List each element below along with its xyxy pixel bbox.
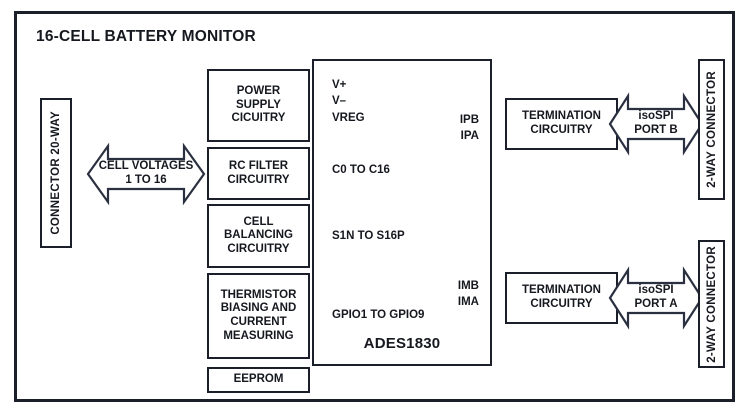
- term-a-line-2: CIRCUITRY: [530, 298, 593, 310]
- ic-pins-gpio: GPIO1 TO GPIO9: [332, 307, 424, 323]
- block-termination-circuitry-port-b-label: TERMINATION CIRCUITRY: [519, 110, 604, 137]
- ic-pins-isospi-a: IMB IMA: [458, 279, 479, 310]
- term-b-line-2: CIRCUITRY: [530, 124, 593, 136]
- cb-line-3: CIRCUITRY: [227, 242, 290, 255]
- th-line-3: CURRENT: [230, 316, 287, 328]
- ic-pins-sense-inputs: S1N TO S16P: [332, 228, 405, 244]
- connector-20-way: CONNECTOR 20-WAY: [40, 98, 72, 248]
- connector-2-way-port-a: 2-WAY CONNECTOR: [698, 240, 725, 368]
- pin-vreg: VREG: [332, 111, 365, 124]
- pin-vminus: V–: [332, 95, 347, 108]
- pin-s1n-to-s16p: S1N TO S16P: [332, 230, 405, 242]
- term-b-line-1: TERMINATION: [521, 110, 601, 123]
- block-cell-balancing-circuitry-label: CELL BALANCING CIRCUITRY: [221, 216, 296, 257]
- ic-pins-cell-inputs: C0 TO C16: [332, 162, 390, 178]
- th-line-2: BIASING AND: [220, 302, 297, 315]
- block-eeprom: EEPROM: [207, 367, 310, 393]
- rc-line-1: RC FILTER: [228, 159, 289, 172]
- block-power-supply-circuitry-label: POWER SUPPLY CICUITRY: [229, 85, 289, 126]
- block-termination-circuitry-port-a-label: TERMINATION CIRCUITRY: [519, 284, 604, 311]
- pin-ima: IMA: [457, 295, 479, 308]
- pin-vplus: V+: [332, 79, 347, 91]
- block-thermistor-biasing-current-measuring-label: THERMISTOR BIASING AND CURRENT MEASURING: [218, 289, 300, 343]
- isospi-port-a-arrow: isoSPI PORT A: [608, 262, 704, 334]
- th-line-4: MEASURING: [223, 329, 294, 342]
- isospi-port-b-arrow: isoSPI PORT B: [608, 88, 704, 160]
- connector-20-way-label: CONNECTOR 20-WAY: [50, 111, 62, 235]
- connector-2-way-port-a-label: 2-WAY CONNECTOR: [705, 245, 718, 363]
- cell-voltages-bus-arrow: CELL VOLTAGES 1 TO 16: [86, 134, 206, 214]
- pin-c0-to-c16: C0 TO C16: [332, 164, 390, 176]
- block-thermistor-biasing-current-measuring: THERMISTOR BIASING AND CURRENT MEASURING: [207, 273, 310, 359]
- pin-gpio1-to-gpio9: GPIO1 TO GPIO9: [332, 309, 425, 321]
- psu-line-3: CICUITRY: [231, 112, 286, 125]
- pin-imb: IMB: [457, 280, 479, 292]
- rc-line-2: CIRCUITRY: [227, 173, 290, 186]
- ic-pins-isospi-b: IPB IPA: [460, 113, 479, 144]
- block-rc-filter-circuitry-label: RC FILTER CIRCUITRY: [224, 160, 292, 187]
- block-termination-circuitry-port-a: TERMINATION CIRCUITRY: [505, 272, 618, 324]
- psu-line-2: SUPPLY: [236, 98, 281, 111]
- block-cell-balancing-circuitry: CELL BALANCING CIRCUITRY: [207, 204, 310, 268]
- term-a-line-1: TERMINATION: [521, 284, 601, 297]
- ic-part-number: ADES1830: [363, 335, 441, 352]
- block-eeprom-label: EEPROM: [233, 373, 284, 386]
- cb-line-1: CELL: [243, 215, 274, 228]
- ic-ades1830-block: V+ V– VREG C0 TO C16 S1N TO S16P GPIO1 T…: [312, 59, 492, 366]
- block-termination-circuitry-port-b: TERMINATION CIRCUITRY: [505, 98, 618, 150]
- connector-2-way-port-b: 2-WAY CONNECTOR: [698, 59, 725, 200]
- page-title: 16-CELL BATTERY MONITOR: [36, 28, 256, 45]
- pin-ipb: IPB: [459, 114, 479, 126]
- cb-line-2: BALANCING: [224, 229, 293, 242]
- th-line-1: THERMISTOR: [220, 288, 297, 301]
- block-power-supply-circuitry: POWER SUPPLY CICUITRY: [207, 69, 310, 142]
- connector-2-way-port-b-label: 2-WAY CONNECTOR: [705, 71, 718, 188]
- pin-ipa: IPA: [460, 129, 479, 142]
- ic-pins-supply: V+ V– VREG: [332, 77, 365, 126]
- psu-line-1: POWER: [236, 85, 281, 98]
- block-rc-filter-circuitry: RC FILTER CIRCUITRY: [207, 147, 310, 200]
